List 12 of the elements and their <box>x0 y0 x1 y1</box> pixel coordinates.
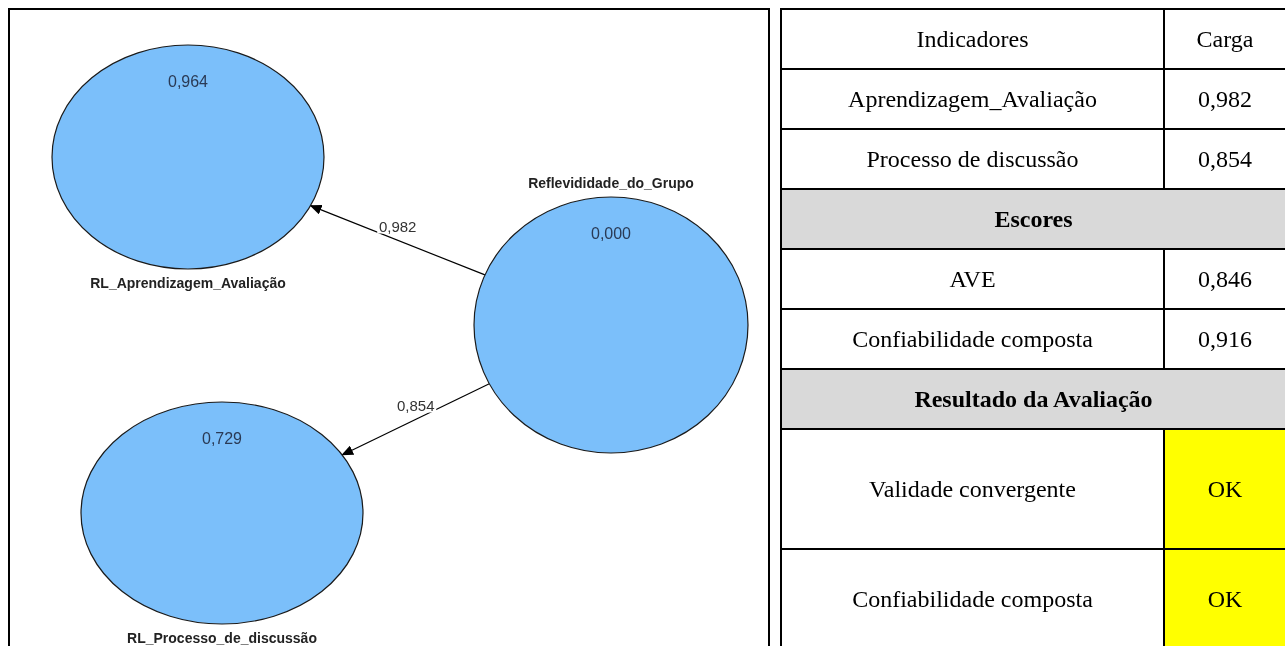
status-cell: OK <box>1165 550 1285 646</box>
section-header-cell: Escores <box>782 190 1285 248</box>
latent-variable-name: RL_Aprendizagem_Avaliação <box>90 274 286 293</box>
status-cell: OK <box>1165 430 1285 548</box>
r-squared-value: 0,729 <box>202 431 242 447</box>
arrow <box>309 205 486 276</box>
latent-variable-name: RL_Processo_de_discussão <box>127 629 317 646</box>
section-header-cell: Resultado da Avaliação <box>782 370 1285 428</box>
latent-variable-name: Reflevididade_do_Grupo <box>528 174 694 193</box>
arrow <box>341 383 490 456</box>
r-squared-value: 0,964 <box>168 74 208 90</box>
r-squared-value: 0,000 <box>591 226 631 242</box>
